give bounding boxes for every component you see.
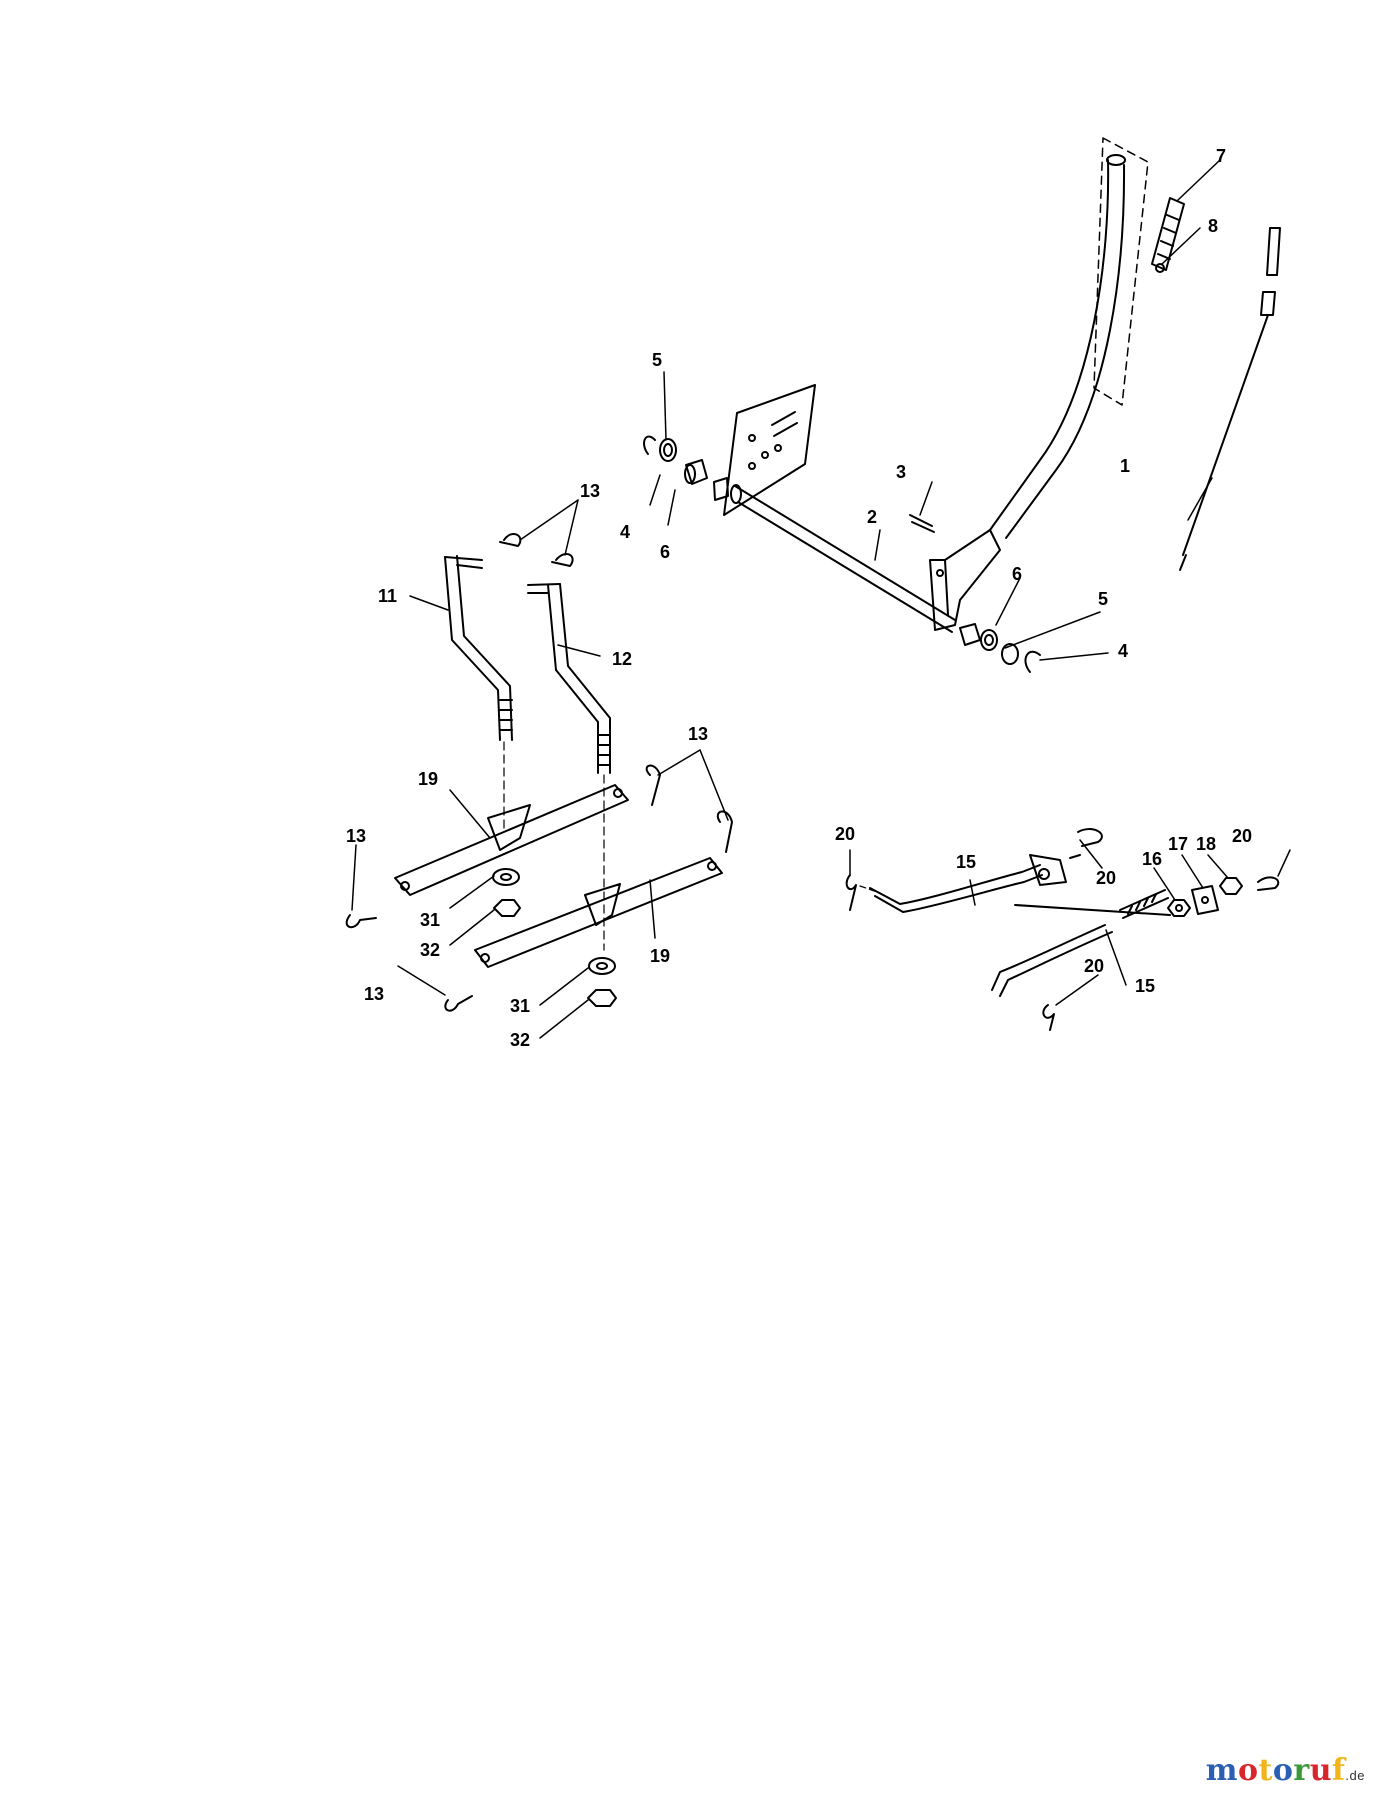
watermark-letter: m: [1205, 1753, 1238, 1788]
callout-17: 17: [1168, 834, 1188, 854]
leader-lines: [351, 159, 1291, 1039]
callout-32-upper: 32: [420, 940, 440, 960]
callout-15-upper: 15: [956, 852, 976, 872]
watermark-suffix: .de: [1345, 1768, 1365, 1783]
grip-insert: [1155, 263, 1165, 273]
callout-20-left: 20: [835, 824, 855, 844]
motoruf-watermark-logo: motoruf.de: [1206, 1753, 1365, 1788]
clip-20-bottom: [1042, 1004, 1055, 1031]
mounting-plate: [713, 384, 816, 516]
washer-31-upper: [492, 868, 520, 886]
callout-4-upper: 4: [620, 522, 630, 542]
washer-31-lower: [588, 957, 616, 975]
nut-16: [1167, 899, 1191, 917]
callout-19-upper: 19: [418, 769, 438, 789]
callout-6-lower: 6: [1012, 564, 1022, 584]
callout-6-upper: 6: [660, 542, 670, 562]
callout-labels: 1 2 3 4 4 5 5 6 6 7 8 11 12 13 13 13 13 …: [346, 146, 1252, 1050]
clip-upper: [643, 435, 656, 455]
nut-32-lower: [587, 989, 617, 1007]
callout-1: 1: [1120, 456, 1130, 476]
hairpin-clip-top-right: [551, 552, 574, 567]
callout-13-mid: 13: [688, 724, 708, 744]
callout-7: 7: [1216, 146, 1226, 166]
callout-20-right: 20: [1232, 826, 1252, 846]
callout-20-bottom: 20: [1084, 956, 1104, 976]
washer-upper: [659, 438, 677, 462]
watermark-letter: f: [1332, 1753, 1346, 1788]
hairpin-clip-top-left: [499, 532, 522, 547]
callout-31-lower: 31: [510, 996, 530, 1016]
lift-arm-lower: [474, 857, 723, 968]
callout-13-top: 13: [580, 481, 600, 501]
rear-rod-lower: [991, 889, 1171, 997]
callout-31-upper: 31: [420, 910, 440, 930]
callout-3: 3: [896, 462, 906, 482]
watermark-letter: u: [1309, 1753, 1333, 1788]
handle-grip: [1151, 197, 1185, 271]
bushing-upper: [684, 459, 708, 485]
hairpin-clip-mid-b: [716, 810, 733, 853]
callout-18: 18: [1196, 834, 1216, 854]
swivel-block: [1029, 854, 1081, 886]
watermark-letter: r: [1293, 1753, 1310, 1788]
callout-16: 16: [1142, 849, 1162, 869]
clip-20-upper: [1077, 828, 1103, 847]
hairpin-clip-left: [345, 914, 377, 929]
callout-20-upper: 20: [1096, 868, 1116, 888]
lift-shaft: [730, 484, 956, 633]
callout-12: 12: [612, 649, 632, 669]
lever-bracket: [929, 529, 1001, 631]
callout-11: 11: [378, 586, 397, 606]
washer-lower: [980, 629, 998, 651]
watermark-letter: t: [1258, 1753, 1273, 1788]
callout-2: 2: [867, 507, 877, 527]
rear-rod-upper: [859, 864, 1043, 913]
lift-link-left: [444, 555, 513, 741]
watermark-letter: o: [1238, 1753, 1259, 1788]
callout-13-bottom: 13: [364, 984, 384, 1004]
lift-lever: [989, 154, 1126, 539]
callout-8: 8: [1208, 216, 1218, 236]
trunnion-block-17: [1191, 885, 1219, 915]
callout-15-lower: 15: [1135, 976, 1155, 996]
callout-4-lower: 4: [1118, 641, 1128, 661]
lift-link-right: [527, 583, 611, 774]
callout-19-lower: 19: [650, 946, 670, 966]
lift-arm-upper: [394, 784, 629, 896]
callout-5-upper: 5: [652, 350, 662, 370]
clip-lower: [1024, 650, 1041, 673]
washer-lower-2: [1001, 643, 1019, 665]
callout-5-lower: 5: [1098, 589, 1108, 609]
hairpin-clip-mid-a: [645, 764, 661, 806]
callout-13-left: 13: [346, 826, 366, 846]
height-adjust-rod: [1179, 227, 1281, 571]
clip-20-right: [1257, 876, 1280, 891]
watermark-letter: o: [1272, 1753, 1294, 1788]
callout-32-lower: 32: [510, 1030, 530, 1050]
nut-32-upper: [493, 899, 521, 917]
hairpin-clip-bottom: [444, 995, 473, 1012]
cotter-pin: [909, 514, 935, 533]
bushing-lower: [959, 623, 981, 646]
nut-18: [1219, 877, 1243, 895]
clip-20-left: [845, 874, 857, 911]
assembly-centerlines: [503, 741, 605, 951]
